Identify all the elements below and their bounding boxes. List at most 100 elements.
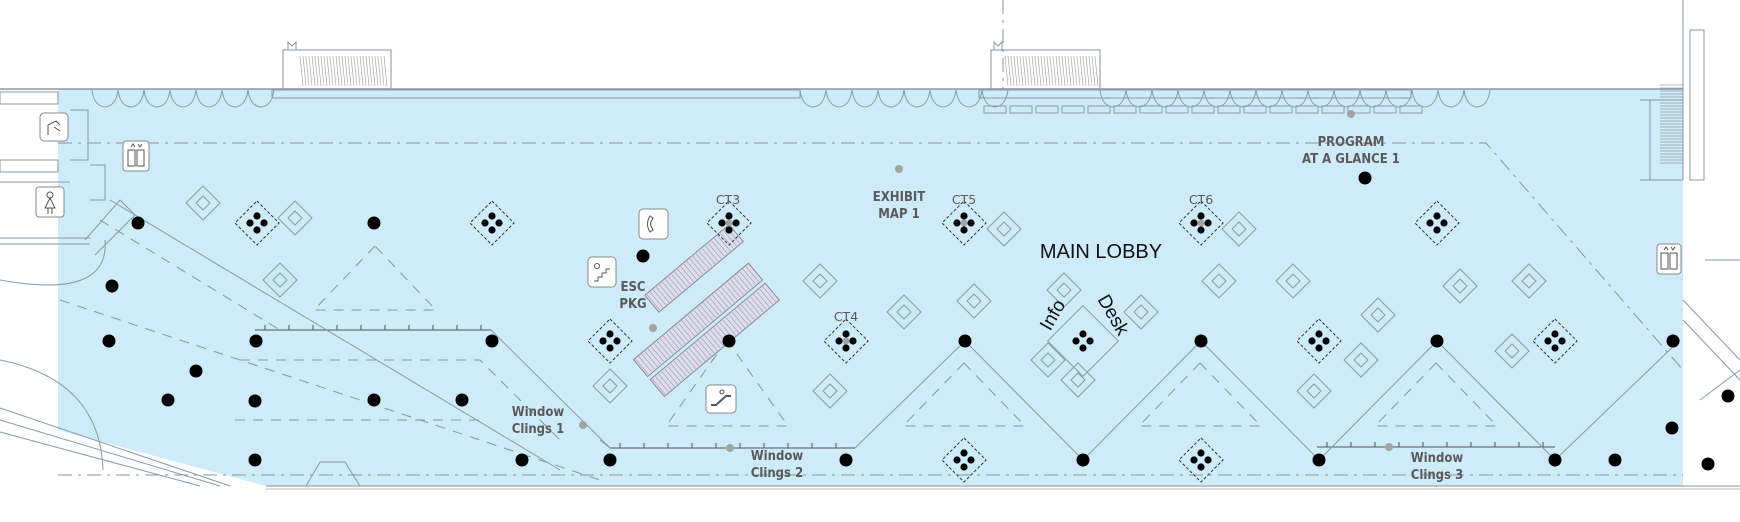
door-arc[interactable]: [1333, 89, 1361, 108]
door-arc[interactable]: [1359, 89, 1387, 108]
door-arc[interactable]: [1411, 89, 1439, 108]
door-arc[interactable]: [1177, 89, 1205, 108]
door-arc[interactable]: [1307, 89, 1335, 108]
planter-diamond: [1275, 263, 1311, 299]
display-panel: [1035, 105, 1059, 114]
escalator-step: [701, 248, 716, 265]
escalator-step: [741, 304, 755, 321]
sign-location-marker[interactable]: [579, 421, 587, 429]
door-arc[interactable]: [955, 89, 983, 108]
vestibule-hatch: [1067, 55, 1072, 87]
planter-diamond: [1060, 362, 1096, 398]
escalator-step: [682, 353, 697, 369]
charging-table-marker[interactable]: [706, 200, 752, 246]
vestibule-hatch: [1040, 55, 1045, 87]
door-arc[interactable]: [117, 89, 145, 108]
queue-triangle: [665, 339, 789, 427]
door-arc[interactable]: [929, 89, 957, 108]
column-marker: [131, 216, 145, 230]
charging-table-marker[interactable]: [587, 318, 633, 364]
door-arc[interactable]: [169, 89, 197, 108]
escalator-step: [736, 274, 750, 290]
charging-table-marker[interactable]: [1296, 318, 1342, 364]
main-lobby-area[interactable]: [58, 89, 1683, 486]
vestibule-hatch: [305, 55, 310, 87]
seat-dot: [953, 219, 961, 227]
door-arc[interactable]: [1229, 89, 1257, 108]
door-arc[interactable]: [1203, 89, 1231, 108]
queue-triangle: [901, 362, 1027, 427]
escalator-step: [670, 363, 684, 380]
vestibule-hatch: [1052, 55, 1057, 87]
door-arc[interactable]: [877, 89, 905, 108]
display-panel: [983, 105, 1007, 114]
display-panel: [1139, 105, 1163, 114]
door-arc[interactable]: [851, 89, 879, 108]
escalator-step: [646, 294, 661, 311]
phone-icon[interactable]: [638, 208, 669, 240]
escalator-step: [698, 340, 712, 357]
charging-table-marker[interactable]: [1178, 437, 1224, 483]
display-panel: [1269, 105, 1293, 114]
escalator-step: [744, 301, 758, 318]
column-marker: [1312, 453, 1326, 467]
door-arc[interactable]: [1099, 89, 1127, 108]
planter-diamond-inner: [812, 273, 828, 289]
charging-table-marker[interactable]: [1178, 200, 1224, 246]
planter-diamond: [1030, 342, 1066, 378]
door-arc[interactable]: [903, 89, 931, 108]
seat-dot: [1551, 344, 1559, 352]
elevator-icon[interactable]: [1656, 243, 1682, 275]
door-arc[interactable]: [1385, 89, 1413, 108]
door-arc[interactable]: [195, 89, 223, 108]
escalator-bank: [632, 223, 780, 398]
display-panels: [983, 105, 1423, 114]
info-desk[interactable]: [1046, 304, 1120, 378]
door-arc[interactable]: [247, 89, 275, 108]
planter-diamond-inner: [966, 293, 982, 309]
escalator-step: [728, 314, 743, 331]
door-arc[interactable]: [143, 89, 171, 108]
door-arc[interactable]: [91, 89, 119, 108]
door-arc[interactable]: [1255, 89, 1283, 108]
sign-location-marker[interactable]: [895, 165, 903, 173]
door-arc[interactable]: [1151, 89, 1179, 108]
door-arc[interactable]: [1125, 89, 1153, 108]
charging-table-marker[interactable]: [1414, 200, 1460, 246]
escalator-icon[interactable]: [705, 384, 737, 414]
planter-diamond-inner: [1070, 372, 1086, 388]
escalator-step: [649, 292, 664, 308]
charging-table-marker[interactable]: [823, 318, 869, 364]
stairs-icon[interactable]: [587, 256, 617, 288]
column-marker: [248, 453, 262, 467]
vestibule-hatch: [359, 55, 364, 87]
charging-table-marker[interactable]: [941, 437, 987, 483]
sign-location-marker[interactable]: [726, 444, 734, 452]
vestibule-hatch: [317, 55, 322, 87]
entrance-doors: [91, 89, 1491, 108]
vestibule-hatch: [1046, 55, 1051, 87]
planter-diamond-inner: [1040, 352, 1056, 368]
door-arc[interactable]: [1463, 89, 1491, 108]
door-arc[interactable]: [1281, 89, 1309, 108]
door-arc[interactable]: [981, 89, 1009, 108]
charging-table-marker[interactable]: [941, 200, 987, 246]
planter-diamond-inner: [287, 210, 303, 226]
escalator-step: [688, 348, 703, 364]
column-marker: [1430, 334, 1444, 348]
elevator-icon[interactable]: [122, 140, 150, 172]
seat-dot: [495, 219, 503, 227]
charging-table-marker[interactable]: [234, 200, 280, 246]
escalator-step: [659, 284, 673, 301]
charging-table-marker[interactable]: [1532, 318, 1578, 364]
door-arc[interactable]: [799, 89, 827, 108]
door-arc[interactable]: [221, 89, 249, 108]
sign-location-marker[interactable]: [1347, 110, 1355, 118]
door-arc[interactable]: [1437, 89, 1465, 108]
sign-location-marker[interactable]: [1385, 443, 1393, 451]
charging-table-marker[interactable]: [469, 200, 515, 246]
door-arc[interactable]: [825, 89, 853, 108]
sign-location-marker[interactable]: [649, 324, 657, 332]
planter-diamond-inner: [1056, 282, 1072, 298]
